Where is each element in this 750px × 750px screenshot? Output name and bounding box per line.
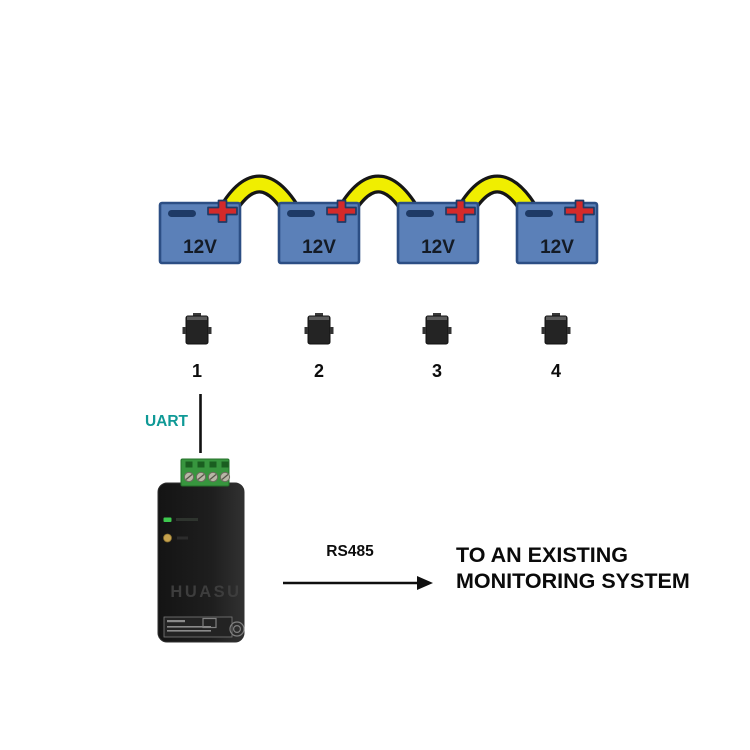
device-spec-label: [163, 616, 245, 638]
sensor-connector-2: 2: [304, 313, 334, 381]
connector-tab-left: [541, 327, 545, 334]
status-led-amber: [163, 533, 172, 543]
terminal-slot: [197, 461, 205, 468]
led-amber-caption: [177, 536, 188, 540]
connector-body: [185, 315, 209, 345]
battery-voltage-label: 12V: [183, 237, 217, 258]
connector-tab-right: [330, 327, 334, 334]
screw-slot-mark: [197, 474, 205, 480]
terminal-slot: [185, 461, 193, 468]
battery-3: 12V: [396, 199, 480, 265]
terminal-slot: [221, 461, 229, 468]
connector-tab-right: [208, 327, 212, 334]
minus-terminal-icon: [406, 210, 434, 217]
connector-top-edge: [546, 316, 566, 320]
connector-pin: [433, 313, 441, 317]
spec-label-text-line: [167, 626, 211, 628]
sensor-connector-4: 4: [541, 313, 571, 381]
status-led-green: [163, 517, 172, 522]
minus-terminal-icon: [168, 210, 196, 217]
connector-tab-left: [422, 327, 426, 334]
connector-tab-right: [567, 327, 571, 334]
connector-top-edge: [309, 316, 329, 320]
connector-tab-right: [448, 327, 452, 334]
connector-pin: [552, 313, 560, 317]
arrow-head-icon: [417, 576, 433, 590]
battery-voltage-label: 12V: [421, 237, 455, 258]
cert-stamp-icon-inner: [233, 624, 242, 633]
screw-slot-mark: [221, 474, 229, 480]
connector-pin: [315, 313, 323, 317]
screw-slot-mark: [209, 474, 217, 480]
connector-top-edge: [187, 316, 207, 320]
plus-terminal-icon: [326, 199, 357, 223]
plus-terminal-icon: [207, 199, 238, 223]
connector-body: [307, 315, 331, 345]
spec-label-text-line: [167, 630, 211, 632]
minus-terminal-icon: [287, 210, 315, 217]
battery-voltage-label: 12V: [540, 237, 574, 258]
spec-label-mark: [202, 617, 217, 629]
terminal-block: [180, 458, 231, 487]
sensor-number-2: 2: [314, 361, 324, 381]
connector-pin: [193, 313, 201, 317]
uart-label: UART: [145, 413, 189, 430]
sensor-number-4: 4: [551, 361, 561, 381]
connector-body: [544, 315, 568, 345]
battery-1: 12V: [158, 199, 242, 265]
destination-line-1: TO AN EXISTING: [456, 543, 628, 567]
sensor-number-3: 3: [432, 361, 442, 381]
connector-body: [425, 315, 449, 345]
connector-top-edge: [427, 316, 447, 320]
plus-terminal-icon: [445, 199, 476, 223]
spec-label-text-line: [167, 620, 185, 623]
cert-stamp-icon: [229, 621, 245, 637]
terminal-slot: [209, 461, 217, 468]
led-green-caption: [176, 518, 198, 521]
connector-tab-left: [304, 327, 308, 334]
sensor-connector-3: 3: [422, 313, 452, 381]
sensor-connector-1: 1: [182, 313, 212, 381]
battery-2: 12V: [277, 199, 361, 265]
connector-tab-left: [182, 327, 186, 334]
sensor-number-1: 1: [192, 361, 202, 381]
minus-terminal-icon: [525, 210, 553, 217]
device-brand-label: HUASU: [170, 583, 241, 601]
destination-label: TO AN EXISTING MONITORING SYSTEM: [456, 543, 690, 593]
monitoring-device: HUASU: [157, 458, 245, 643]
screw-slot-mark: [185, 474, 193, 480]
rs485-arrow: [283, 576, 433, 590]
battery-4: 12V: [515, 199, 599, 265]
rs485-label: RS485: [326, 543, 374, 560]
destination-line-2: MONITORING SYSTEM: [456, 569, 690, 593]
battery-voltage-label: 12V: [302, 237, 336, 258]
plus-terminal-icon: [564, 199, 595, 223]
